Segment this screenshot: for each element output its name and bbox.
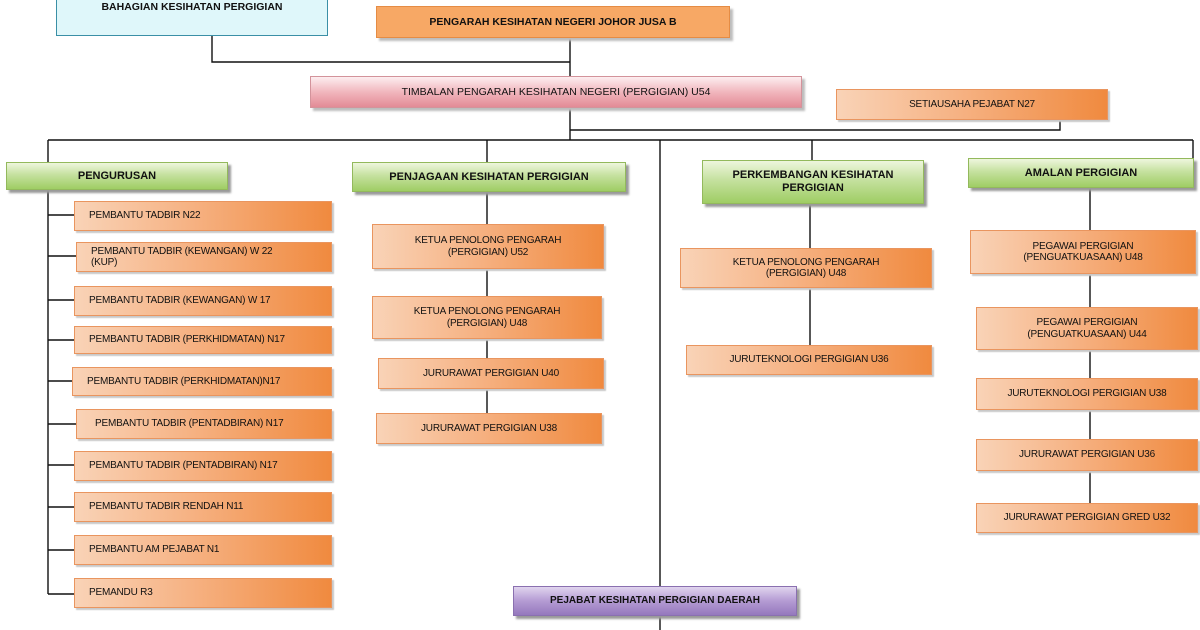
penjagaan-item: KETUA PENOLONG PENGARAH (PERGIGIAN) U48 <box>372 296 602 339</box>
penjagaan-item-label: KETUA PENOLONG PENGARAH (PERGIGIAN) U48 <box>413 306 561 329</box>
pengurusan-label: PENGURUSAN <box>77 169 157 182</box>
perkembangan-item: KETUA PENOLONG PENGARAH (PERGIGIAN) U48 <box>680 248 932 288</box>
amalan-item-label: JURURAWAT PERGIGIAN U36 <box>1019 449 1155 461</box>
penjagaan-item-label: KETUA PENOLONG PENGARAH (PERGIGIAN) U52 <box>414 235 562 258</box>
pejabat-daerah-box: PEJABAT KESIHATAN PERGIGIAN DAERAH <box>513 586 797 616</box>
amalan-item-label: PEGAWAI PERGIGIAN (PENGUATKUASAAN) U48 <box>1023 240 1143 264</box>
amalan-item: PEGAWAI PERGIGIAN (PENGUATKUASAAN) U44 <box>976 307 1198 350</box>
penjagaan-item: JURURAWAT PERGIGIAN U40 <box>378 358 604 389</box>
pengurusan-item-label: PEMBANTU TADBIR (KEWANGAN) W 17 <box>89 295 271 307</box>
pengurusan-item: PEMBANTU TADBIR (KEWANGAN) W 22 (KUP) <box>76 242 332 272</box>
amalan-item-label: JURURAWAT PERGIGIAN GRED U32 <box>1003 512 1171 524</box>
pengurusan-item-label: PEMBANTU TADBIR (PERKHIDMATAN)N17 <box>87 375 281 387</box>
pengurusan-item-label: PEMBANTU TADBIR (PERKHIDMATAN) N17 <box>89 334 285 346</box>
setiausaha-label: SETIAUSAHA PEJABAT N27 <box>909 98 1035 110</box>
bahagian-kesihatan-pergigian-box: BAHAGIAN KESIHATAN PERGIGIAN <box>56 0 328 36</box>
perkembangan-item: JURUTEKNOLOGI PERGIGIAN U36 <box>686 345 932 375</box>
pengurusan-item: PEMANDU R3 <box>74 578 332 608</box>
amalan-item-label: PEGAWAI PERGIGIAN (PENGUATKUASAAN) U44 <box>1027 317 1147 340</box>
perkembangan-item-label: JURUTEKNOLOGI PERGIGIAN U36 <box>729 354 889 366</box>
amalan-item: JURURAWAT PERGIGIAN U36 <box>976 439 1198 471</box>
amalan-item: JURURAWAT PERGIGIAN GRED U32 <box>976 503 1198 533</box>
pengarah-label: PENGARAH KESIHATAN NEGERI JOHOR JUSA B <box>429 15 677 28</box>
setiausaha-box: SETIAUSAHA PEJABAT N27 <box>836 89 1108 120</box>
penjagaan-item-label: JURURAWAT PERGIGIAN U38 <box>421 422 557 434</box>
timbalan-label: TIMBALAN PENGARAH KESIHATAN NEGERI (PERG… <box>401 85 711 98</box>
pengurusan-item-label: PEMANDU R3 <box>89 587 153 599</box>
pengurusan-item-label: PEMBANTU TADBIR RENDAH N11 <box>89 501 244 513</box>
penjagaan-item: JURURAWAT PERGIGIAN U38 <box>376 413 602 444</box>
pengurusan-item: PEMBANTU TADBIR (PERKHIDMATAN) N17 <box>74 326 332 354</box>
pengurusan-item-label: PEMBANTU TADBIR (PENTADBIRAN) N17 <box>89 460 278 472</box>
penjagaan-label: PENJAGAAN KESIHATAN PERGIGIAN <box>389 170 589 183</box>
pengurusan-item: PEMBANTU TADBIR (KEWANGAN) W 17 <box>74 286 332 316</box>
perkembangan-header: PERKEMBANGAN KESIHATAN PERGIGIAN <box>702 160 924 204</box>
amalan-item: JURUTEKNOLOGI PERGIGIAN U38 <box>976 378 1198 410</box>
amalan-item-label: JURUTEKNOLOGI PERGIGIAN U38 <box>1007 388 1167 400</box>
amalan-label: AMALAN PERGIGIAN <box>1024 166 1138 179</box>
pengurusan-header: PENGURUSAN <box>6 162 228 190</box>
pengurusan-item: PEMBANTU TADBIR (PERKHIDMATAN)N17 <box>72 367 332 396</box>
pengurusan-item: PEMBANTU TADBIR RENDAH N11 <box>74 492 332 522</box>
perkembangan-item-label: KETUA PENOLONG PENGARAH (PERGIGIAN) U48 <box>732 256 880 280</box>
amalan-item: PEGAWAI PERGIGIAN (PENGUATKUASAAN) U48 <box>970 230 1196 274</box>
penjagaan-item: KETUA PENOLONG PENGARAH (PERGIGIAN) U52 <box>372 224 604 269</box>
pejabat-daerah-label: PEJABAT KESIHATAN PERGIGIAN DAERAH <box>549 595 760 607</box>
pengurusan-item: PEMBANTU TADBIR (PENTADBIRAN) N17 <box>76 409 332 439</box>
pengurusan-item-label: PEMBANTU TADBIR N22 <box>89 210 201 222</box>
pengurusan-item-label: PEMBANTU AM PEJABAT N1 <box>89 544 220 556</box>
pengarah-box: PENGARAH KESIHATAN NEGERI JOHOR JUSA B <box>376 6 730 38</box>
pengurusan-item: PEMBANTU TADBIR N22 <box>74 201 332 231</box>
bahagian-label: BAHAGIAN KESIHATAN PERGIGIAN <box>101 1 283 13</box>
penjagaan-item-label: JURURAWAT PERGIGIAN U40 <box>423 367 559 379</box>
amalan-header: AMALAN PERGIGIAN <box>968 158 1194 188</box>
pengurusan-item: PEMBANTU TADBIR (PENTADBIRAN) N17 <box>74 451 332 481</box>
penjagaan-header: PENJAGAAN KESIHATAN PERGIGIAN <box>352 162 626 192</box>
pengurusan-item-label: PEMBANTU TADBIR (PENTADBIRAN) N17 <box>95 418 284 430</box>
perkembangan-label: PERKEMBANGAN KESIHATAN PERGIGIAN <box>732 169 894 194</box>
pengurusan-item-label: PEMBANTU TADBIR (KEWANGAN) W 22 (KUP) <box>91 245 273 269</box>
timbalan-pengarah-box: TIMBALAN PENGARAH KESIHATAN NEGERI (PERG… <box>310 76 802 108</box>
pengurusan-item: PEMBANTU AM PEJABAT N1 <box>74 535 332 565</box>
